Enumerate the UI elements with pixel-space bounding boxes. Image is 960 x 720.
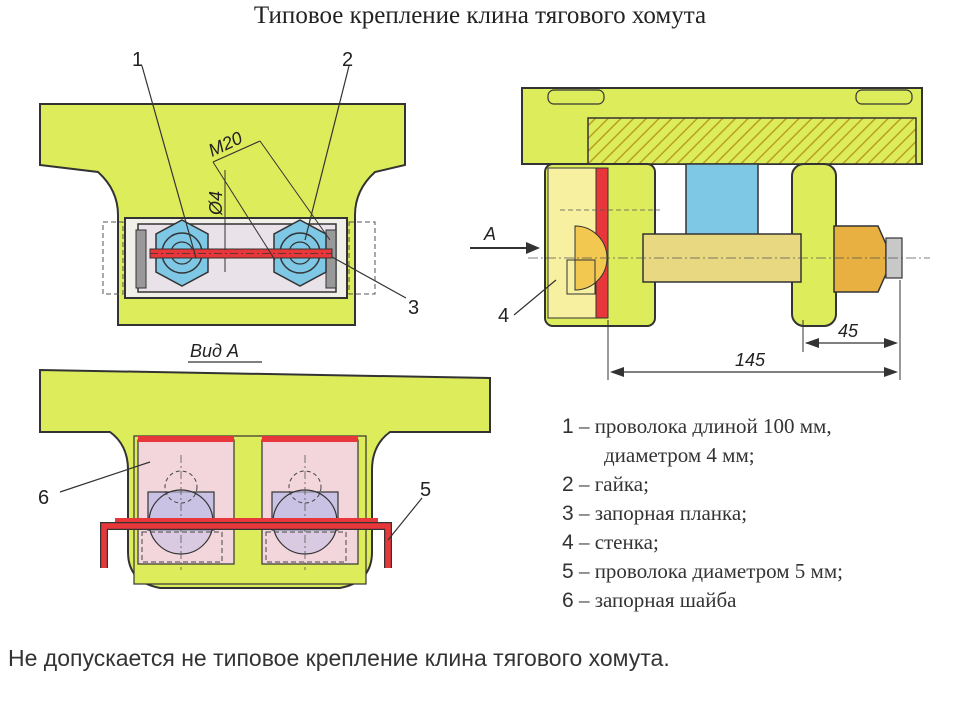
legend-item-3: 3 – запорная планка; <box>562 501 748 525</box>
callout-4: 4 <box>498 305 509 327</box>
legend-item-6: 6 – запорная шайба <box>562 588 737 612</box>
legend-item-4: 4 – стенка; <box>562 530 659 554</box>
callout-5: 5 <box>420 479 431 501</box>
bolt-pin <box>685 163 759 243</box>
callout-6: 6 <box>38 487 49 509</box>
legend-item-2: 2 – гайка; <box>562 472 649 496</box>
assembly-diagram: 1 2 3 М20 Ø4 А 4 <box>38 49 930 589</box>
dim-length-total: 145 <box>735 350 766 370</box>
view-a-label: Вид А <box>190 341 239 361</box>
front-view: 1 2 3 М20 Ø4 <box>39 49 419 326</box>
legend-item-1: 1 – проволока длиной 100 мм, <box>562 414 832 438</box>
footer-note: Не допускается не типовое крепление клин… <box>8 645 670 671</box>
page-title: Типовое крепление клина тягового хомута <box>253 2 707 29</box>
legend-item-5: 5 – проволока диаметром 5 мм; <box>562 559 843 583</box>
dim-wire-diameter: Ø4 <box>206 191 226 216</box>
callout-3: 3 <box>408 297 419 319</box>
section-view: А 4 145 45 <box>470 87 930 380</box>
legend: 1 – проволока длиной 100 мм, диаметром 4… <box>562 412 957 615</box>
dim-length-end: 45 <box>838 321 859 341</box>
nut-side <box>833 225 887 293</box>
legend-item-1-cont: диаметром 4 мм; <box>604 443 755 467</box>
callout-2: 2 <box>342 49 353 71</box>
view-a: Вид А 6 5 <box>38 341 491 589</box>
callout-1: 1 <box>132 49 143 71</box>
arrow-a-label: А <box>483 224 496 244</box>
hatched-wedge <box>587 117 917 165</box>
